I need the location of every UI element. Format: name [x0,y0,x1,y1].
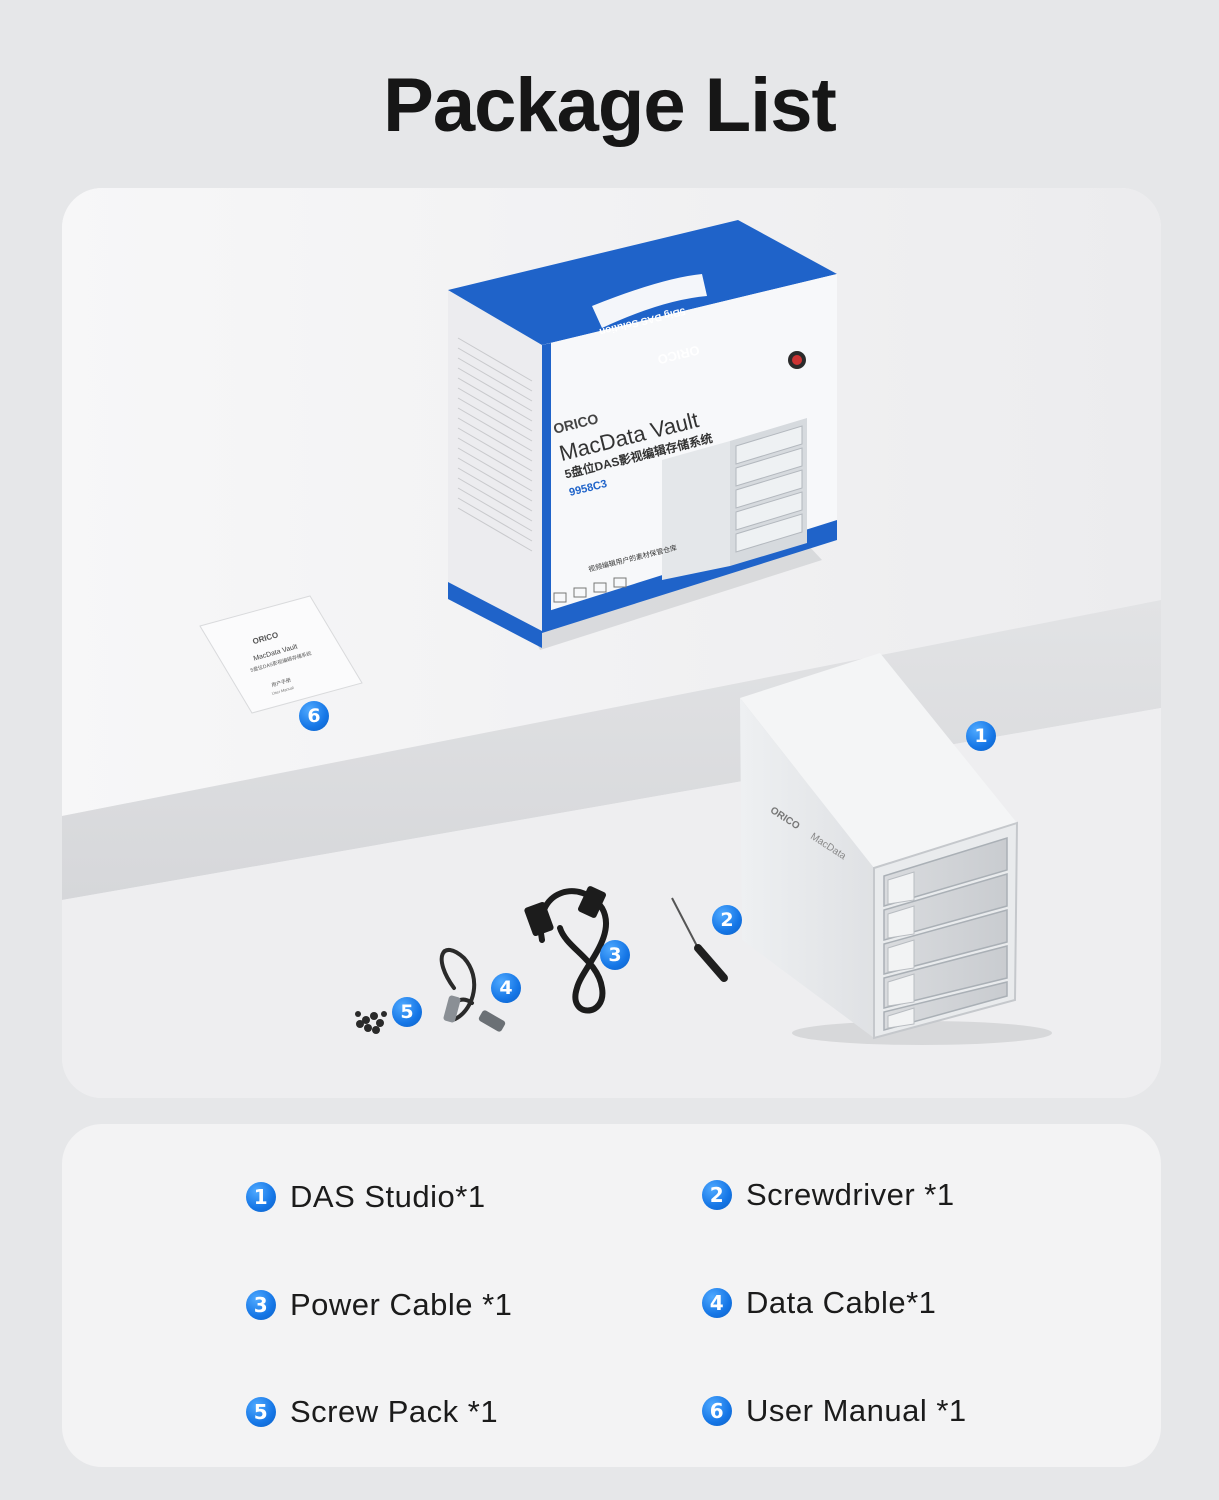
callout-3: 3 [600,940,630,970]
item-label: DAS Studio*1 [290,1179,486,1214]
number-badge: 2 [702,1180,732,1210]
item-label: Power Cable *1 [290,1287,513,1322]
number-badge: 6 [702,1396,732,1426]
callout-4: 4 [491,973,521,1003]
number-badge: 1 [246,1182,276,1212]
number-badge: 4 [702,1288,732,1318]
item-label: Screwdriver *1 [746,1177,955,1212]
data-cable-image [439,948,506,1032]
list-item: 3 Power Cable *1 [246,1287,512,1323]
das-enclosure-image: ORICO MacData [740,653,1052,1045]
page-title: Package List [383,63,837,148]
list-item: 5 Screw Pack *1 [246,1394,498,1430]
list-item: 2 Screwdriver *1 [702,1177,955,1213]
list-item: 4 Data Cable*1 [702,1285,936,1321]
user-manual-image: ORICO MacData Vault 5盘位DAS影视编辑存储系统 用户手册 … [199,595,363,714]
callout-1: 1 [966,721,996,751]
item-label: Data Cable*1 [746,1285,937,1320]
power-cable-image [524,886,610,1014]
list-item: 6 User Manual *1 [702,1393,967,1429]
screw-pack-image [355,1011,387,1034]
callout-2: 2 [712,905,742,935]
package-items-list: 1 DAS Studio*1 2 Screwdriver *1 3 Power … [62,1124,1161,1467]
manual-label-en: User Manual [271,685,294,696]
item-label: User Manual *1 [746,1393,967,1428]
callout-5: 5 [392,997,422,1027]
item-label: Screw Pack *1 [290,1394,499,1429]
list-item: 1 DAS Studio*1 [246,1179,486,1215]
retail-box-image: ORICO MacData Vault 5盘位DAS影视编辑存储系统 9958C… [448,220,837,650]
number-badge: 3 [246,1290,276,1320]
product-photo: ORICO MacData Vault 5盘位DAS影视编辑存储系统 9958C… [62,188,1161,1098]
number-badge: 5 [246,1397,276,1427]
screwdriver-image [671,897,728,982]
callout-6: 6 [299,701,329,731]
